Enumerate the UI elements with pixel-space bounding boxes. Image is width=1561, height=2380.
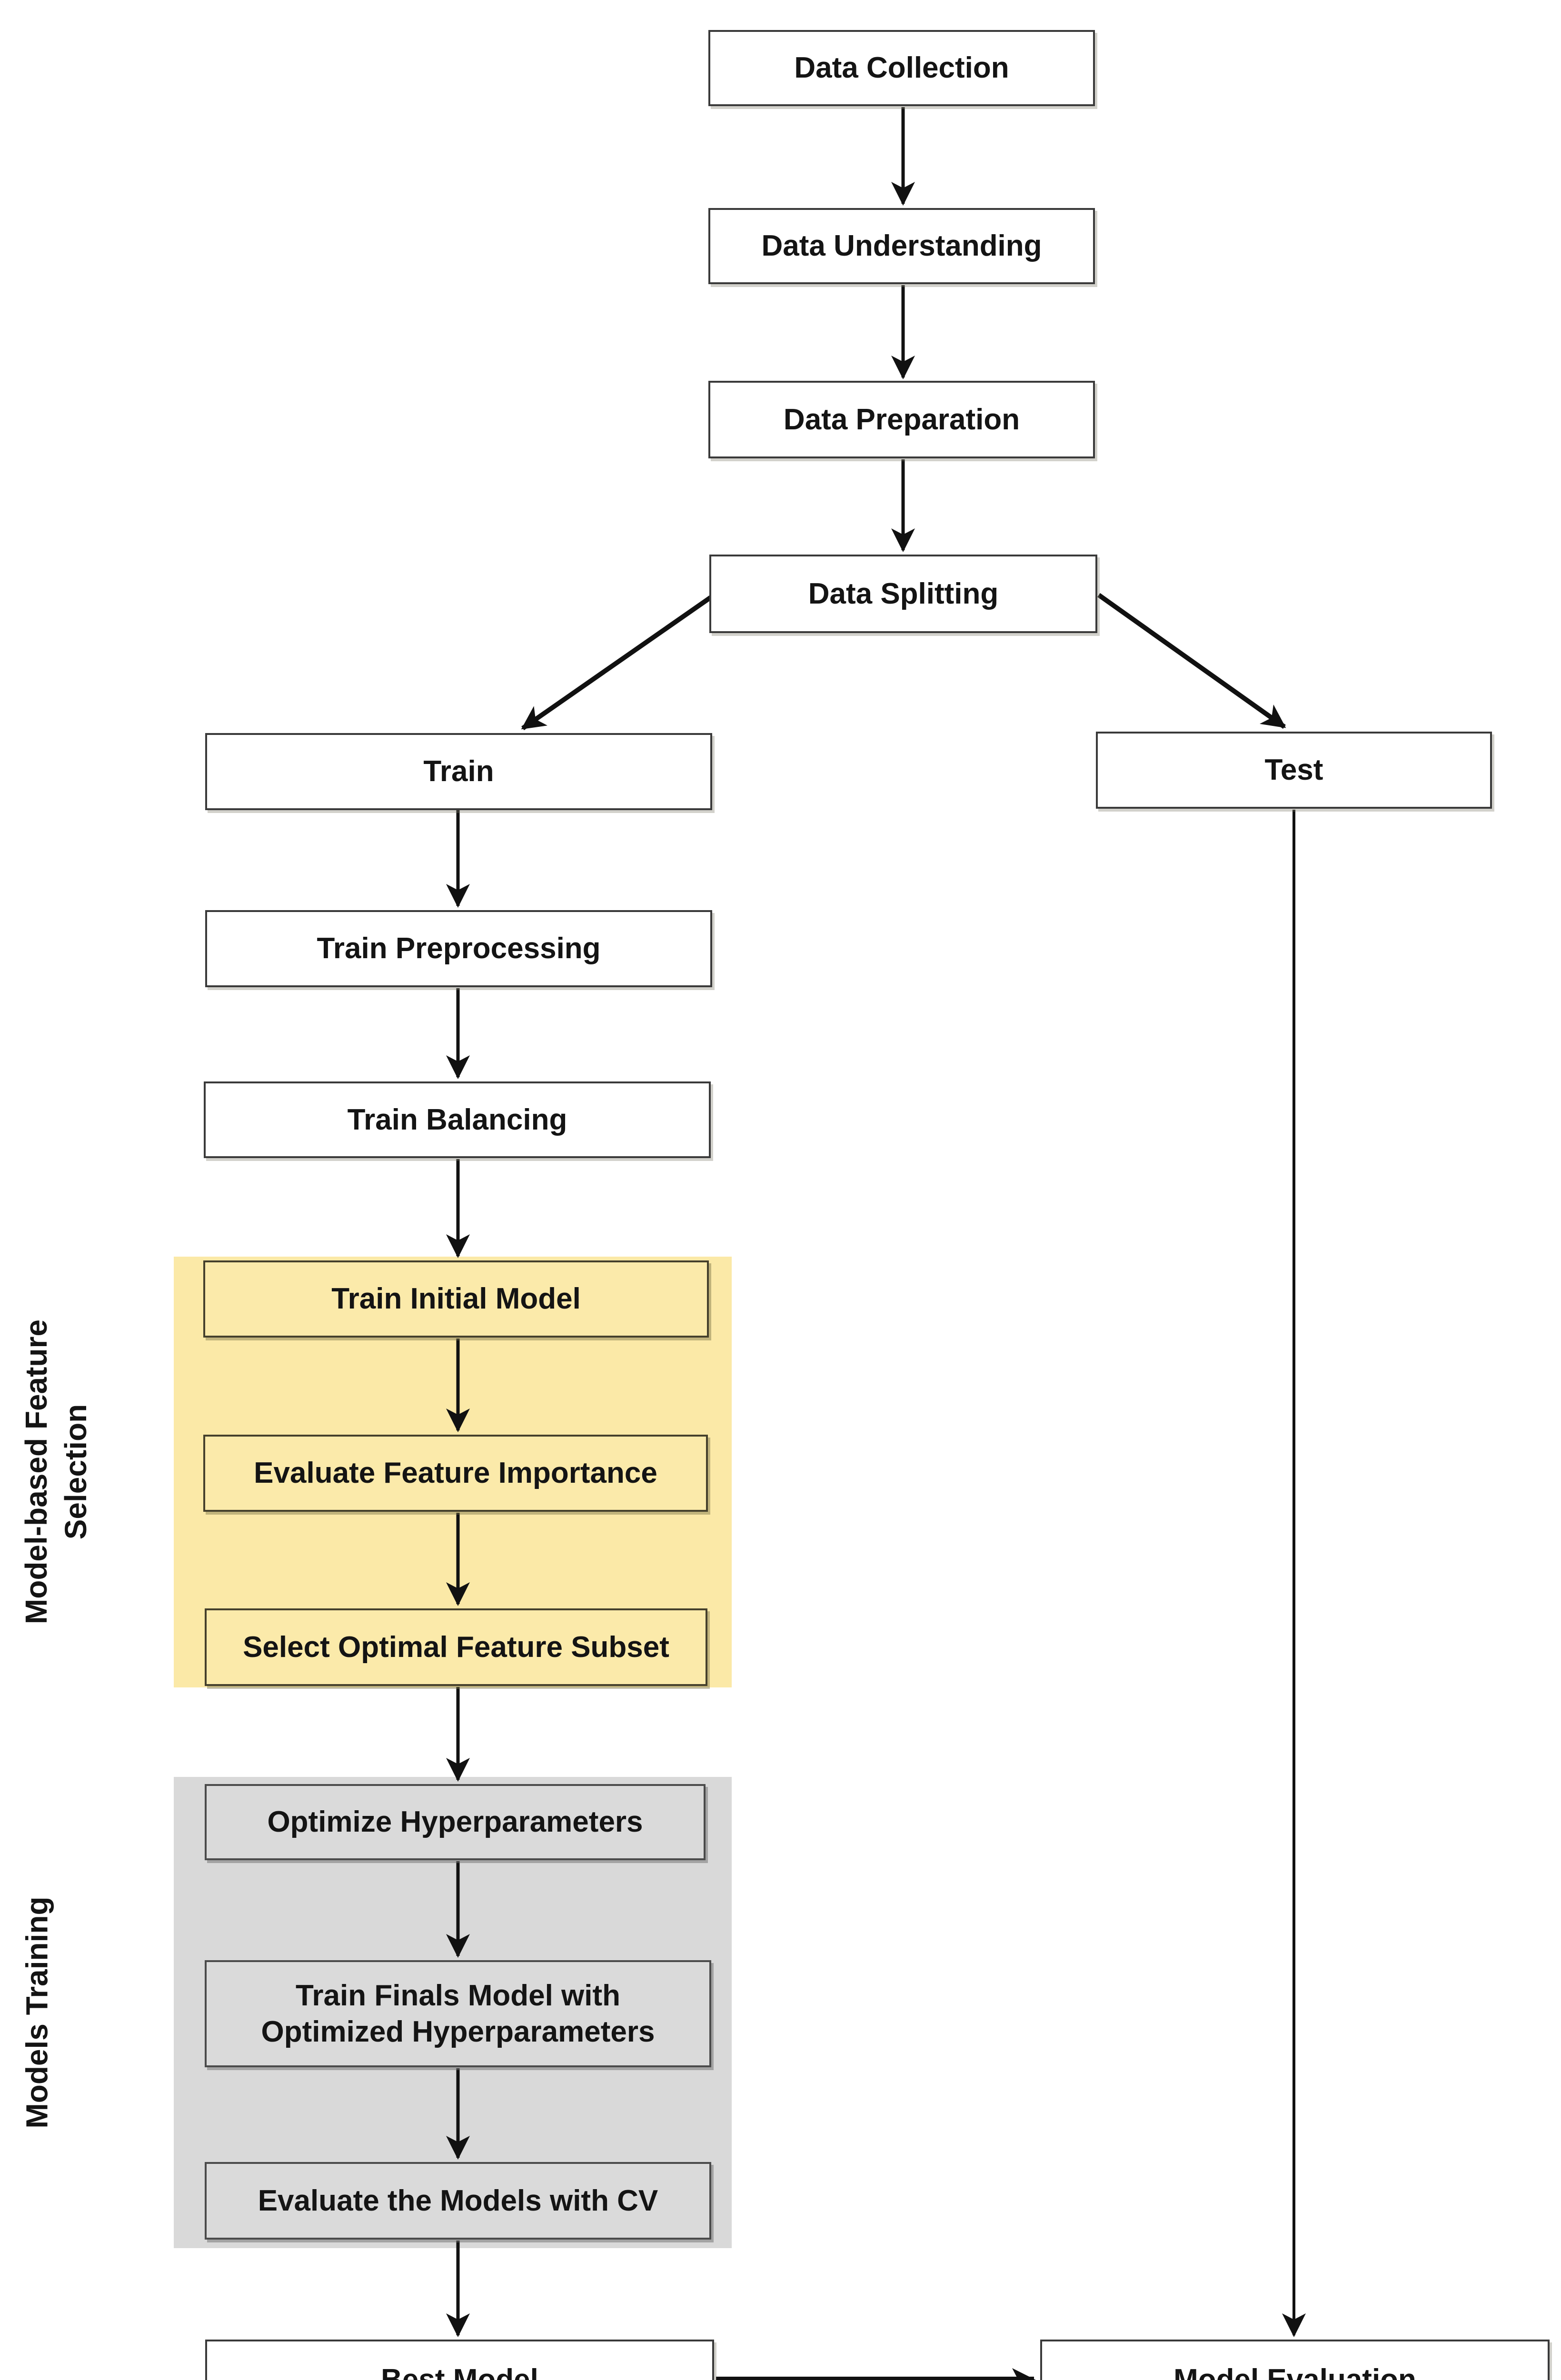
node-train-balancing: Train Balancing	[204, 1081, 711, 1158]
section-label-feature-selection: Model-based Feature Selection	[19, 1319, 93, 1625]
section-label-models-training: Models Training	[20, 1896, 54, 2129]
node-data-collection: Data Collection	[708, 30, 1095, 106]
node-optimize-hyperparameters: Optimize Hyperparameters	[205, 1784, 706, 1860]
node-train-preprocessing: Train Preprocessing	[205, 910, 712, 987]
node-select-optimal-feature-subset: Select Optimal Feature Subset	[205, 1608, 707, 1686]
node-train-initial-model: Train Initial Model	[203, 1260, 709, 1338]
node-data-preparation: Data Preparation	[708, 381, 1095, 458]
edge-data-splitting-to-train	[521, 593, 716, 731]
node-evaluate-models-cv: Evaluate the Models with CV	[205, 2162, 711, 2240]
node-train: Train	[205, 733, 712, 810]
node-test: Test	[1096, 732, 1492, 809]
edge-data-splitting-to-test	[1097, 593, 1286, 729]
node-model-evaluation: Model Evaluation	[1040, 2340, 1550, 2380]
node-train-finals-model: Train Finals Model with Optimized Hyperp…	[205, 1960, 711, 2067]
node-best-model: Best Model	[205, 2340, 714, 2380]
node-evaluate-feature-importance: Evaluate Feature Importance	[203, 1435, 708, 1512]
node-data-splitting: Data Splitting	[709, 555, 1097, 633]
node-data-understanding: Data Understanding	[708, 208, 1095, 284]
